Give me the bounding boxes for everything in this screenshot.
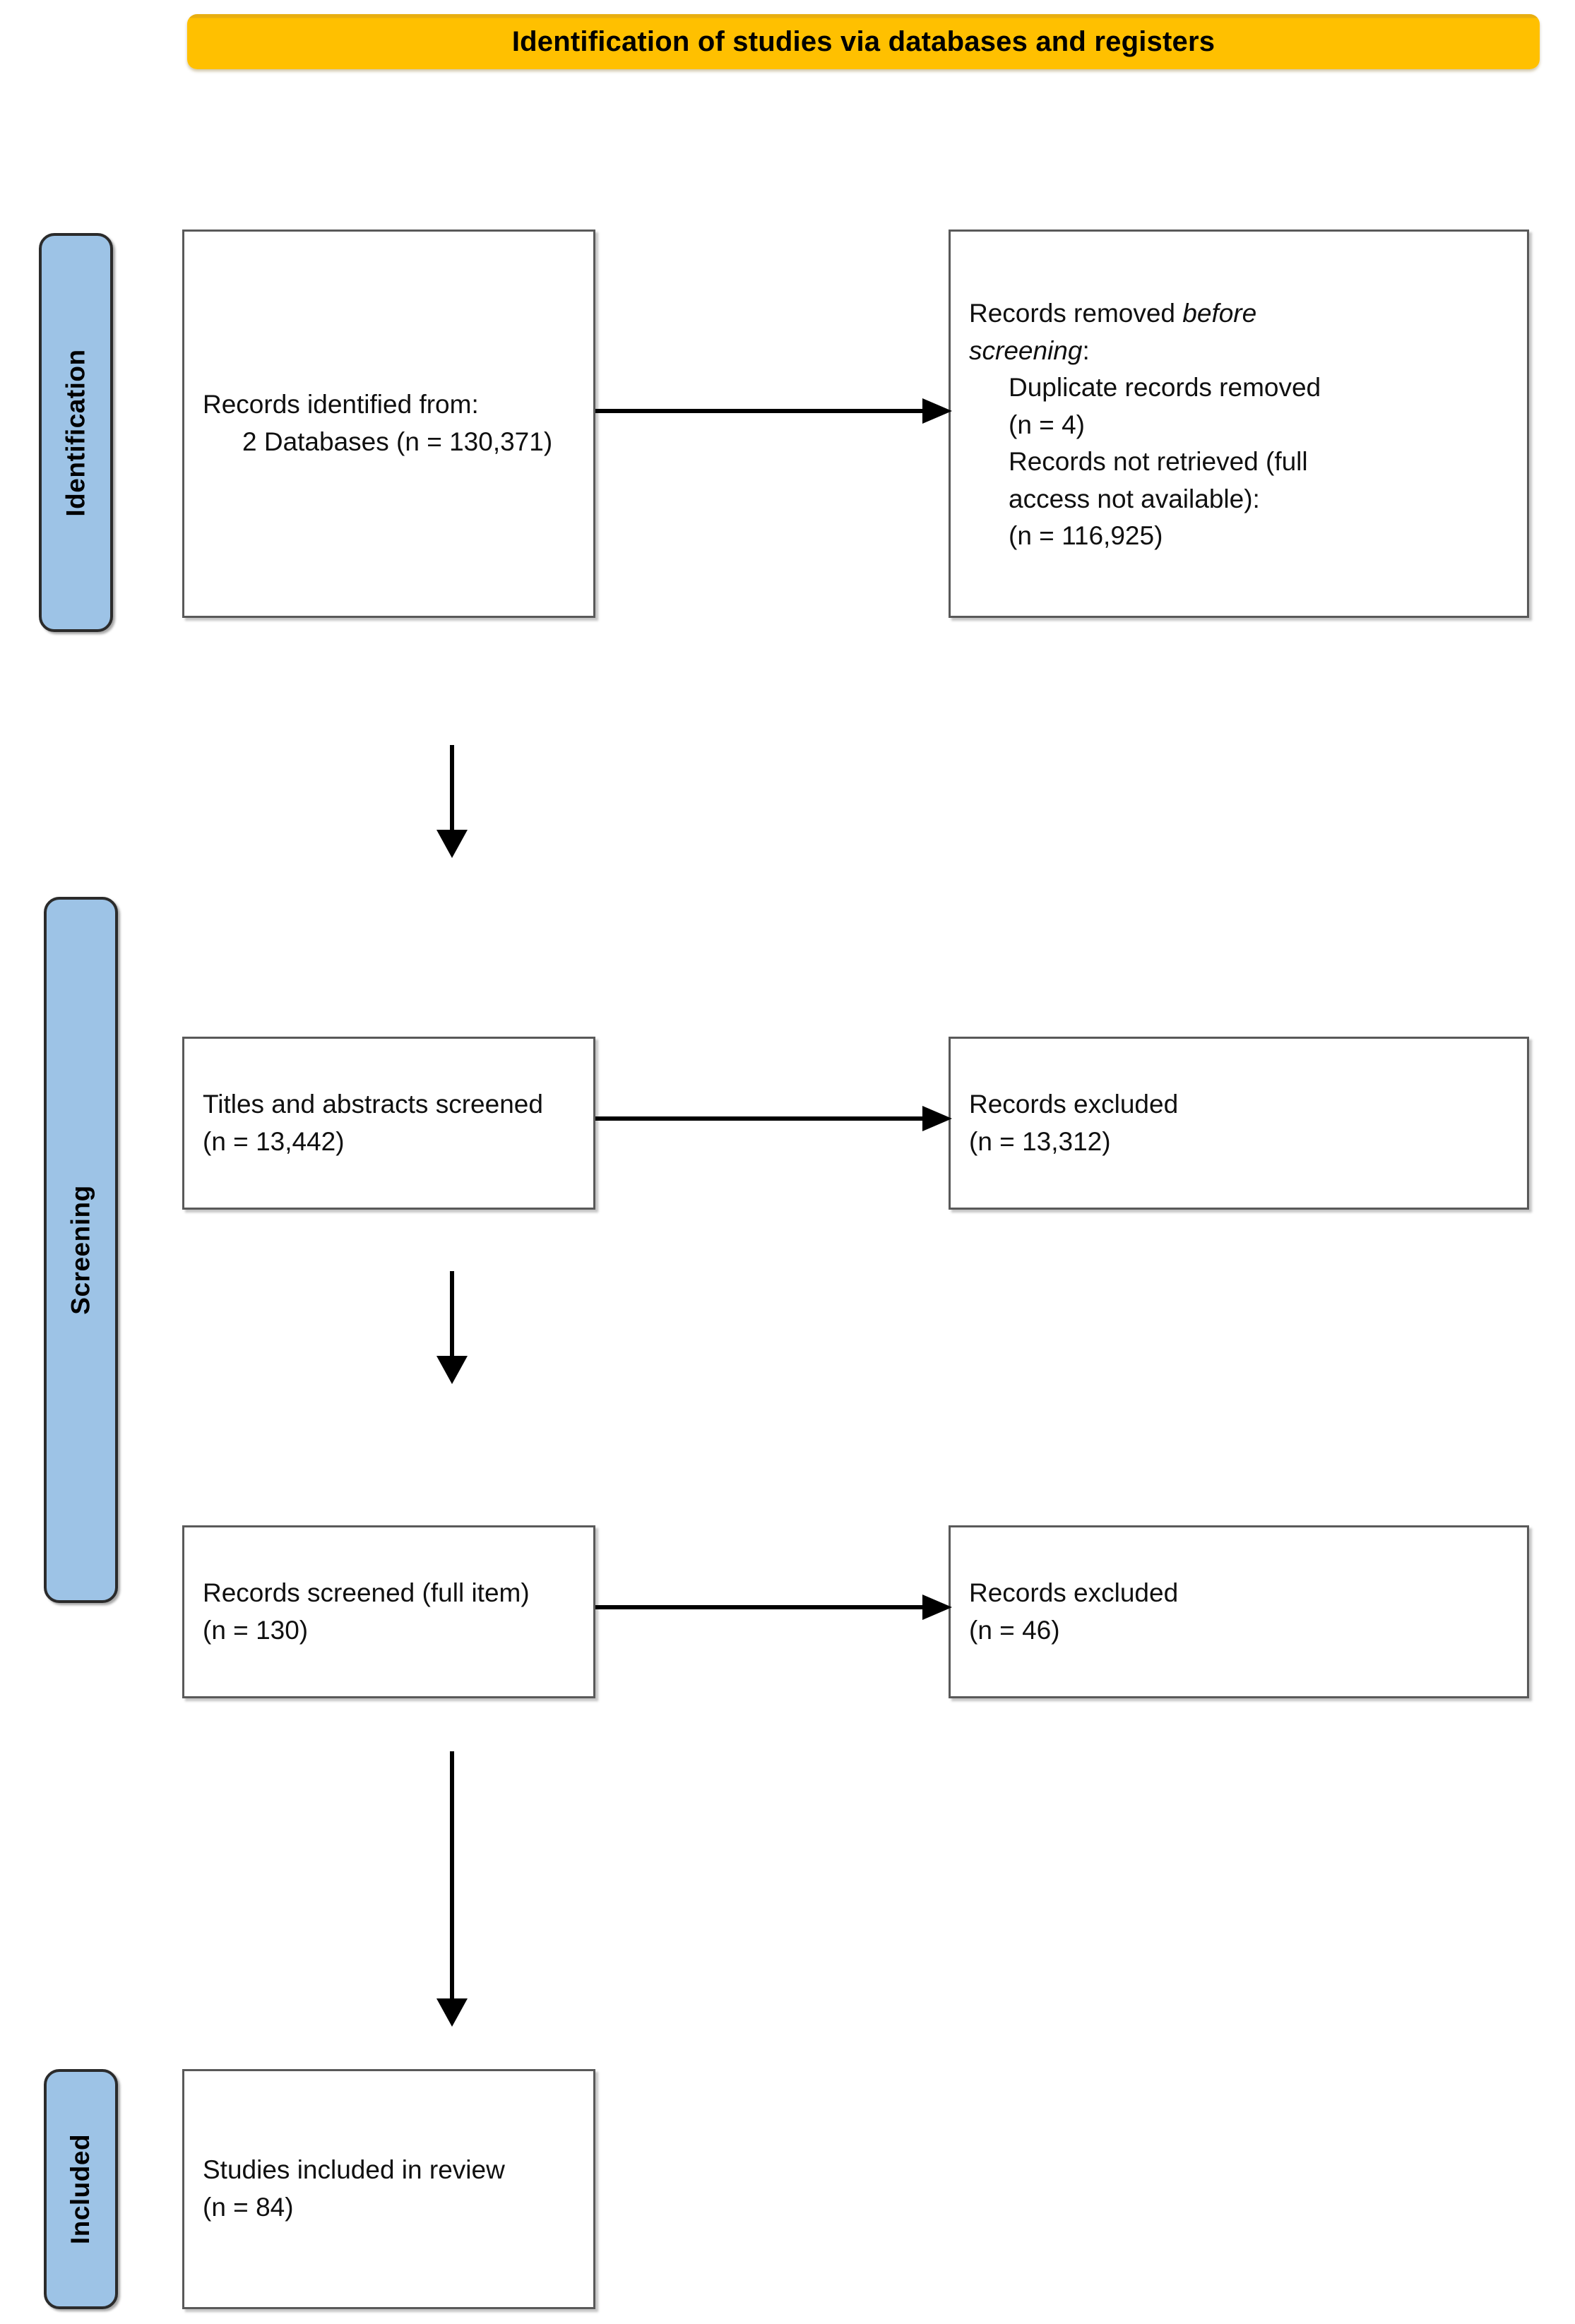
records-removed-line6: access not available): [1009,484,1260,513]
node-records-screened-full-item: Records screened (full item) (n = 130) [182,1525,595,1698]
records-removed-heading-line1: Records removed before [969,295,1509,333]
records-removed-line4: (n = 4) [1009,410,1085,439]
banner-title: Identification of studies via databases … [511,25,1216,57]
arrow-right-identified-to-removed [595,395,952,427]
records-screened-full-line1: Records screened (full item) [203,1578,530,1607]
node-records-identified: Records identified from: 2 Databases (n … [182,230,595,618]
node-studies-included-in-review: Studies included in review (n = 84) [182,2069,595,2309]
records-removed-line3: Duplicate records removed [1009,373,1321,403]
arrow-right-titles-to-excluded [595,1103,952,1134]
diagram-banner: Identification of studies via databases … [187,14,1540,69]
records-removed-heading-line2: screening: [969,333,1509,370]
titles-screened-line2: (n = 13,442) [203,1126,345,1156]
studies-included-line1: Studies included in review [203,2155,505,2185]
records-removed-italic-1: before [1182,299,1257,328]
stage-bar-included: Included [44,2069,118,2309]
records-removed-line7: (n = 116,925) [1009,521,1163,551]
records-excluded-2-line2: (n = 46) [969,1615,1060,1645]
arrow-down-titles-to-fullitem [427,1271,477,1384]
records-removed-plain-1: Records removed [969,299,1183,328]
stage-label-screening: Screening [66,1185,95,1315]
arrow-down-fullitem-to-included [427,1751,477,2027]
node-titles-abstracts-screened: Titles and abstracts screened (n = 13,44… [182,1037,595,1210]
records-excluded-2-line1: Records excluded [969,1578,1179,1607]
records-identified-line2: 2 Databases (n = 130,371) [242,427,553,456]
records-removed-line5: Records not retrieved (full [1009,447,1308,477]
node-records-excluded-full-item: Records excluded (n = 46) [949,1525,1529,1698]
node-records-excluded-titles: Records excluded (n = 13,312) [949,1037,1529,1210]
node-records-removed-before-screening: Records removed before screening: Duplic… [949,230,1529,618]
arrow-right-fullitem-to-excluded [595,1592,952,1623]
records-removed-plain-2: : [1082,335,1090,365]
arrow-down-identification-to-screening [427,745,477,858]
records-identified-line1: Records identified from: [203,390,479,419]
studies-included-line2: (n = 84) [203,2193,294,2222]
records-excluded-1-line2: (n = 13,312) [969,1126,1111,1156]
stage-label-included: Included [66,2133,95,2245]
records-removed-italic-2: screening [969,335,1083,365]
records-excluded-1-line1: Records excluded [969,1089,1179,1119]
records-screened-full-line2: (n = 130) [203,1615,309,1645]
stage-label-identification: Identification [61,348,90,517]
stage-bar-identification: Identification [39,233,113,632]
stage-bar-screening: Screening [44,897,118,1603]
titles-screened-line1: Titles and abstracts screened [203,1089,543,1119]
